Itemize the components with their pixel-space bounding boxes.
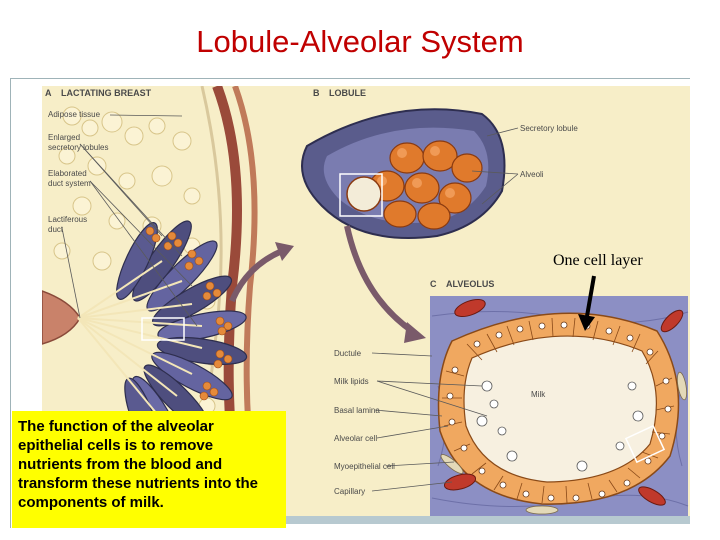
one-cell-layer-arrow xyxy=(584,275,596,323)
slide-frame-top xyxy=(10,78,690,79)
arrow-b-to-c-head xyxy=(404,322,426,343)
slide-frame-left xyxy=(10,78,11,528)
panel-b-heading: LOBULE xyxy=(329,88,366,98)
panel-a-letter: A xyxy=(45,88,52,98)
capillaries xyxy=(443,298,684,506)
alveolus-cross-section xyxy=(346,176,382,212)
alveoli-cluster xyxy=(369,140,483,230)
label-lactiferous-line2: duct xyxy=(48,225,64,234)
panel-a-heading: LACTATING BREAST xyxy=(61,88,152,98)
one-cell-layer-label: One cell layer xyxy=(553,252,643,269)
label-capillary: Capillary xyxy=(334,487,365,496)
panel-c-pointers xyxy=(371,352,488,492)
panel-b-pointers xyxy=(471,127,519,205)
page-title: Lobule-Alveolar System xyxy=(196,24,524,59)
label-enlarged-line1: Enlarged xyxy=(48,133,80,142)
label-elaborated-line1: Elaborated xyxy=(48,169,87,178)
label-elaborated-line2: duct system xyxy=(48,179,91,188)
label-milk: Milk xyxy=(531,390,546,399)
label-basal-lamina: Basal lamina xyxy=(334,406,380,415)
milk-lipid-droplets xyxy=(476,380,644,472)
panel-a-pointers xyxy=(61,114,198,327)
function-callout: The function of the alveolar epithelial … xyxy=(12,411,286,528)
label-myoepithelial-cell: Myoepithelial cell xyxy=(334,462,395,471)
one-cell-layer-arrowhead xyxy=(578,314,595,331)
arrow-a-to-b xyxy=(229,248,284,303)
lobe-highlight-box xyxy=(141,317,185,341)
milk-lumen xyxy=(463,335,657,483)
arrow-b-to-c xyxy=(344,225,414,334)
label-alveolar-cell: Alveolar cell xyxy=(334,434,377,443)
lobule-illustration xyxy=(301,108,519,239)
alveolus-illustration xyxy=(371,296,689,518)
panel-c-letter: C xyxy=(430,279,437,289)
label-ductule: Ductule xyxy=(334,349,362,358)
label-alveoli: Alveoli xyxy=(520,170,544,179)
nipple xyxy=(42,290,81,345)
cell-nuclei xyxy=(446,321,672,502)
label-adipose-tissue: Adipose tissue xyxy=(48,110,101,119)
alveolus-highlight-box xyxy=(339,173,383,217)
label-milk-lipids: Milk lipids xyxy=(334,377,369,386)
panel-c-heading: ALVEOLUS xyxy=(446,279,494,289)
arrow-a-to-b-head xyxy=(275,242,294,261)
bottom-accent-bar xyxy=(286,516,690,524)
alveoli-highlights xyxy=(377,146,455,198)
label-lactiferous-line1: Lactiferous xyxy=(48,215,87,224)
label-enlarged-line2: secretory lobules xyxy=(48,143,108,152)
panel-b-letter: B xyxy=(313,88,320,98)
duct-system xyxy=(77,260,203,415)
cell-highlight-box xyxy=(624,424,666,464)
myoepithelial-cells xyxy=(440,371,688,515)
label-secretory-lobule: Secretory lobule xyxy=(520,124,578,133)
